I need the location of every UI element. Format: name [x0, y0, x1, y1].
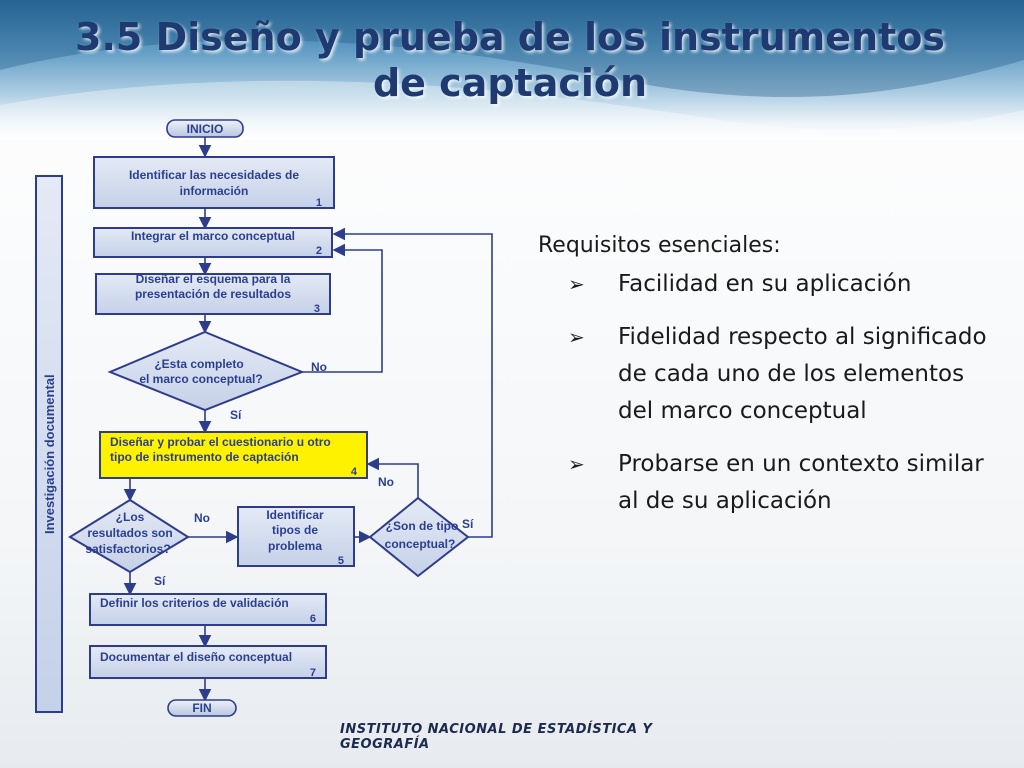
step-4-number: 4 — [351, 466, 358, 478]
step-1-line-2: información — [180, 184, 249, 198]
slide-title-line-1: 3.5 Diseño y prueba de los instrumentos — [75, 15, 945, 59]
step-1-box: Identificar las necesidades de informaci… — [93, 156, 335, 209]
side-bar-investigacion: Investigación documental — [35, 175, 63, 713]
step-3-line-2: presentación de resultados — [135, 287, 291, 301]
decision-2-line-2: resultados son — [87, 526, 172, 540]
header-band — [0, 0, 1024, 140]
step-6-line-1: Definir los criterios de validación — [100, 596, 289, 610]
decision-3-no-label: No — [378, 475, 394, 489]
requirement-item: ➢ Facilidad en su aplicación — [538, 266, 998, 303]
step-5-line-3: problema — [268, 539, 322, 553]
step-5-box: Identificar tipos de problema 5 — [237, 506, 355, 567]
decision-2-no-label: No — [194, 511, 210, 525]
side-bar-label: Investigación documental — [42, 374, 57, 534]
footer-organization: INSTITUTO NACIONAL DE ESTADÍSTICA Y GEOG… — [340, 722, 653, 752]
step-1-number: 1 — [316, 197, 322, 209]
requirement-item: ➢ Probarse en un contexto similar al de … — [538, 446, 998, 520]
step-2-box: Integrar el marco conceptual 2 — [93, 227, 333, 258]
decision-2-diamond: ¿Los resultados son satisfactorios? — [68, 498, 190, 574]
step-2-line-1: Integrar el marco conceptual — [131, 229, 295, 243]
arrow-bullet-icon: ➢ — [568, 452, 585, 476]
decision-3-diamond: ¿Son de tipo conceptual? — [368, 496, 470, 578]
decision-2-line-3: satisfactorios? — [85, 542, 170, 556]
decision-1-no-label: No — [311, 360, 327, 374]
end-terminal: FIN — [167, 699, 237, 717]
decision-3-line-1: ¿Son de tipo — [386, 519, 459, 533]
decision-3-line-2: conceptual? — [385, 537, 456, 551]
requirement-text: Fidelidad respecto al significado de cad… — [618, 324, 987, 424]
slide-title-line-2: de captación — [372, 61, 648, 105]
step-5-line-1: Identificar — [266, 508, 324, 522]
start-terminal: INICIO — [166, 119, 244, 138]
arrow-bullet-icon: ➢ — [568, 272, 585, 296]
requirements-panel: Requisitos esenciales: ➢ Facilidad en su… — [538, 230, 998, 536]
step-1-line-1: Identificar las necesidades de — [129, 168, 299, 182]
requirements-heading: Requisitos esenciales: — [538, 233, 781, 258]
requirements-list: ➢ Facilidad en su aplicación ➢ Fidelidad… — [538, 266, 998, 520]
step-6-number: 6 — [310, 613, 316, 625]
step-6-box: Definir los criterios de validación 6 — [89, 593, 327, 626]
step-7-number: 7 — [310, 667, 316, 679]
end-label: FIN — [192, 701, 211, 715]
process-flowchart: Investigación documental INICIO Identifi… — [35, 119, 493, 717]
decision-1-line-2: el marco conceptual? — [139, 372, 262, 386]
requirement-item: ➢ Fidelidad respecto al significado de c… — [538, 319, 998, 430]
step-5-line-2: tipos de — [272, 523, 318, 537]
header-wave-decoration — [0, 0, 1024, 140]
requirement-text: Facilidad en su aplicación — [618, 271, 912, 297]
decision-2-line-1: ¿Los — [116, 510, 145, 524]
decision-3-yes-label: Sí — [462, 517, 474, 531]
step-4-box: Diseñar y probar el cuestionario u otro … — [99, 431, 368, 479]
step-7-line-1: Documentar el diseño conceptual — [100, 650, 292, 664]
decision-1-line-1: ¿Esta completo — [154, 357, 243, 371]
decision-2-yes-label: Sí — [154, 574, 166, 588]
step-4-line-1: Diseñar y probar el cuestionario u otro — [110, 435, 331, 449]
decision-1-diamond: ¿Esta completo el marco conceptual? — [107, 330, 305, 412]
slide-title: 3.5 Diseño y prueba de los instrumentos … — [30, 14, 990, 106]
step-3-line-1: Diseñar el esquema para la — [136, 272, 291, 286]
step-4-line-2: tipo de instrumento de captación — [110, 450, 299, 464]
arrow-bullet-icon: ➢ — [568, 325, 585, 349]
step-5-number: 5 — [338, 555, 344, 567]
step-2-number: 2 — [316, 245, 322, 257]
flow-connectors — [123, 137, 493, 702]
decision-1-yes-label: Sí — [230, 408, 242, 422]
requirement-text: Probarse en un contexto similar al de su… — [618, 451, 984, 514]
step-7-box: Documentar el diseño conceptual 7 — [89, 645, 327, 679]
step-3-number: 3 — [314, 303, 320, 315]
start-label: INICIO — [187, 122, 224, 136]
step-3-box: Diseñar el esquema para la presentación … — [95, 272, 331, 315]
